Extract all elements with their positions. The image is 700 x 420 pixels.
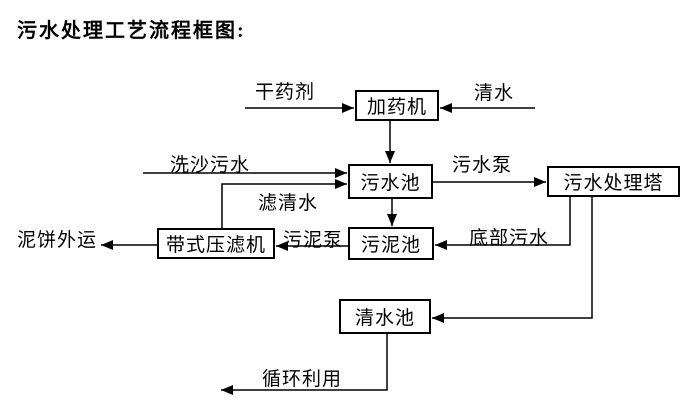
label-recycling: 循环利用 xyxy=(262,369,343,390)
label-clear-water: 清水 xyxy=(474,83,515,104)
arrow-bottom-sewage-tower-to-sludge-pool xyxy=(435,197,571,250)
label-mud-cake-out: 泥饼外运 xyxy=(17,230,98,251)
label-sand-washing-sewage: 洗沙污水 xyxy=(170,155,251,176)
arrow-filtered-water-press-to-sewage-pool xyxy=(221,179,347,228)
node-treatment-tower: 污水处理塔 xyxy=(547,166,680,197)
node-belt-filter-press: 带式压滤机 xyxy=(157,228,275,259)
label-filtered-water: 滤清水 xyxy=(258,193,319,214)
arrow-recycling-out xyxy=(221,334,388,395)
label-bottom-sewage: 底部污水 xyxy=(469,228,550,249)
node-sludge-pool: 污泥池 xyxy=(348,227,434,260)
label-dry-agent: 干药剂 xyxy=(255,82,316,103)
node-sewage-pool: 污水池 xyxy=(348,164,433,199)
label-sewage-pump: 污水泵 xyxy=(452,155,513,176)
label-sludge-pump: 污泥泵 xyxy=(283,230,344,251)
node-dosing-machine: 加药机 xyxy=(355,90,439,121)
node-clear-water-pool: 清水池 xyxy=(339,299,431,334)
diagram-title: 污水处理工艺流程框图: xyxy=(17,20,246,42)
arrow-tower-to-clear-water-pool xyxy=(432,197,593,323)
